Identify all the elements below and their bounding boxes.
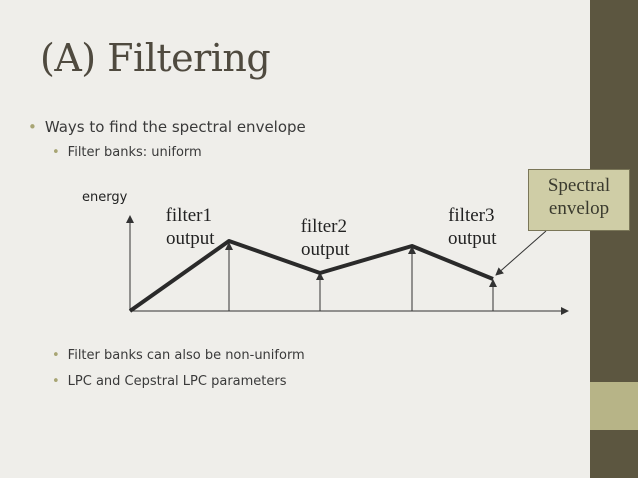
filter3-name: filter3 (448, 205, 495, 226)
bullet-non-uniform: • Filter banks can also be non-uniform (52, 348, 305, 363)
filter1-label: filter1 output (163, 205, 215, 251)
callout-line-1: Spectral (547, 175, 611, 196)
filter3-label: filter3 output (446, 205, 497, 251)
callout-line-2: envelop (548, 197, 610, 219)
energy-axis-label: energy (82, 190, 128, 205)
filter1-caption: output (166, 227, 215, 249)
bullet-text: LPC and Cepstral LPC parameters (67, 374, 287, 389)
filter2-label: filter2 output (298, 216, 350, 262)
filter1-name: filter1 (165, 205, 212, 226)
slide-title: (A) Filtering (40, 36, 271, 80)
bullet-text: Filter banks: uniform (67, 145, 202, 160)
spectral-envelope-line (128, 239, 494, 313)
bullet-dot-icon: • (52, 145, 60, 160)
filter2-caption: output (301, 238, 350, 260)
spectral-envelope-callout: Spectral envelop (528, 169, 630, 231)
bullet-dot-icon: • (28, 118, 37, 136)
bullet-filter-banks-uniform: • Filter banks: uniform (52, 145, 202, 160)
callout-pointer (495, 230, 547, 276)
bullet-lpc: • LPC and Cepstral LPC parameters (52, 374, 287, 389)
bullet-dot-icon: • (52, 374, 60, 389)
bullet-text: Ways to find the spectral envelope (44, 118, 306, 136)
filter2-name: filter2 (300, 216, 347, 237)
bullet-text: Filter banks can also be non-uniform (67, 348, 305, 363)
filter3-caption: output (448, 227, 497, 249)
bullet-spectral-envelope: • Ways to find the spectral envelope (28, 118, 306, 136)
sidebar-accent-block (590, 382, 638, 430)
bullet-dot-icon: • (52, 348, 60, 363)
